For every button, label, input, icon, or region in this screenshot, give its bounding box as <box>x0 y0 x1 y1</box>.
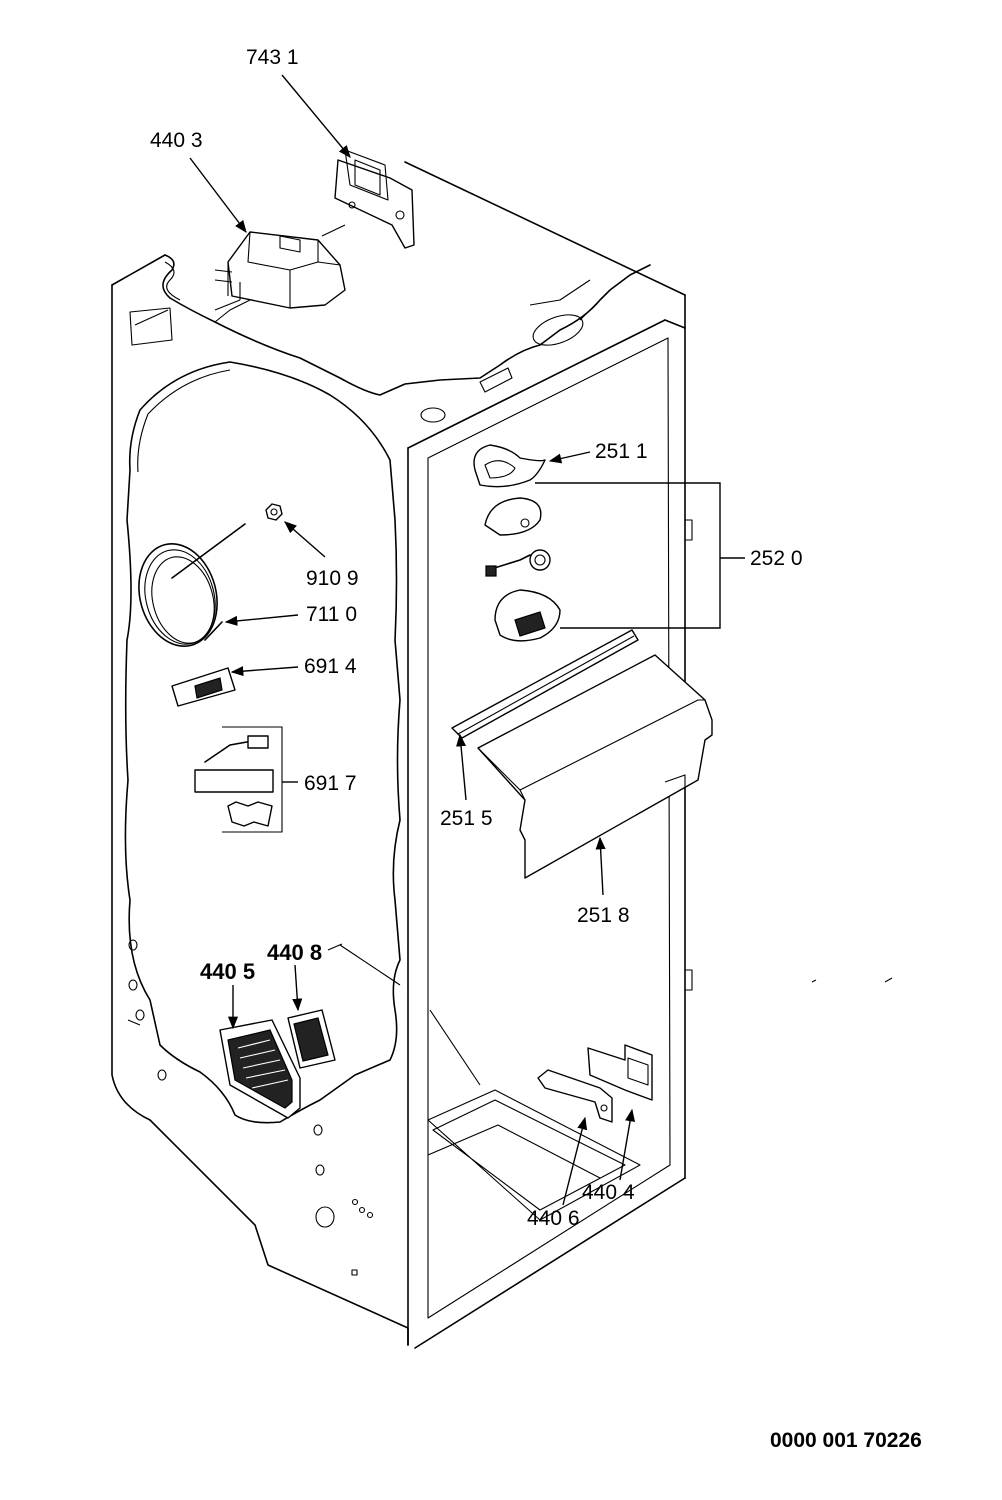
cabinet-top-left-edge <box>111 254 166 286</box>
callout-labels: 743 1 440 3 251 1 252 0 910 9 711 0 691 … <box>150 46 803 1230</box>
side-wall-cutaway <box>124 361 401 1124</box>
cabinet-front-right <box>414 319 686 1349</box>
callout-743-1: 743 1 <box>246 46 299 69</box>
part-252-0-lamp-group <box>484 497 561 642</box>
part-743-1-bracket <box>334 149 415 249</box>
back-wall-line <box>339 944 481 1086</box>
cabinet-front-top-edge <box>407 319 666 449</box>
part-691-4-switch <box>171 667 236 707</box>
refrigerator-cabinet <box>111 161 693 1349</box>
part-251-8-panel <box>477 654 713 879</box>
part-910-9-nut <box>265 503 283 521</box>
cabinet-front-inner-frame <box>427 337 671 1319</box>
part-691-7-kit <box>194 726 283 833</box>
callout-440-3: 440 3 <box>150 129 203 152</box>
cabinet-left-wall <box>111 284 409 1346</box>
part-251-1-cover <box>473 444 546 488</box>
part-440-4-bracket <box>587 1044 653 1101</box>
callout-251-1: 251 1 <box>595 440 648 463</box>
document-number: 0000 001 70226 <box>770 1429 922 1452</box>
leader-lines <box>189 74 745 1206</box>
part-440-3-control-box <box>214 231 346 309</box>
callout-251-8: 251 8 <box>577 904 630 927</box>
top-panel-cutaway <box>162 254 651 396</box>
part-440-5-grille <box>219 1019 301 1119</box>
callout-711-0: 711 0 <box>306 603 357 626</box>
callout-910-9: 910 9 <box>306 567 359 590</box>
cabinet-top-rear-edge <box>404 161 686 296</box>
cabinet-edge-notches <box>685 519 693 991</box>
side-wall-holes <box>127 939 374 1276</box>
callout-440-6: 440 6 <box>527 1207 580 1230</box>
callout-251-5: 251 5 <box>440 807 493 830</box>
bottom-shelf <box>427 1089 641 1221</box>
part-440-6-bracket <box>537 1069 613 1123</box>
callout-691-4: 691 4 <box>304 655 357 678</box>
callout-440-8: 440 8 <box>267 940 322 965</box>
callout-440-4: 440 4 <box>582 1181 635 1204</box>
part-711-0-wire-coil <box>138 523 246 647</box>
callout-691-7: 691 7 <box>304 772 357 795</box>
part-440-8-filter <box>287 1009 336 1069</box>
callout-440-5: 440 5 <box>200 959 255 984</box>
callout-252-0: 252 0 <box>750 547 803 570</box>
